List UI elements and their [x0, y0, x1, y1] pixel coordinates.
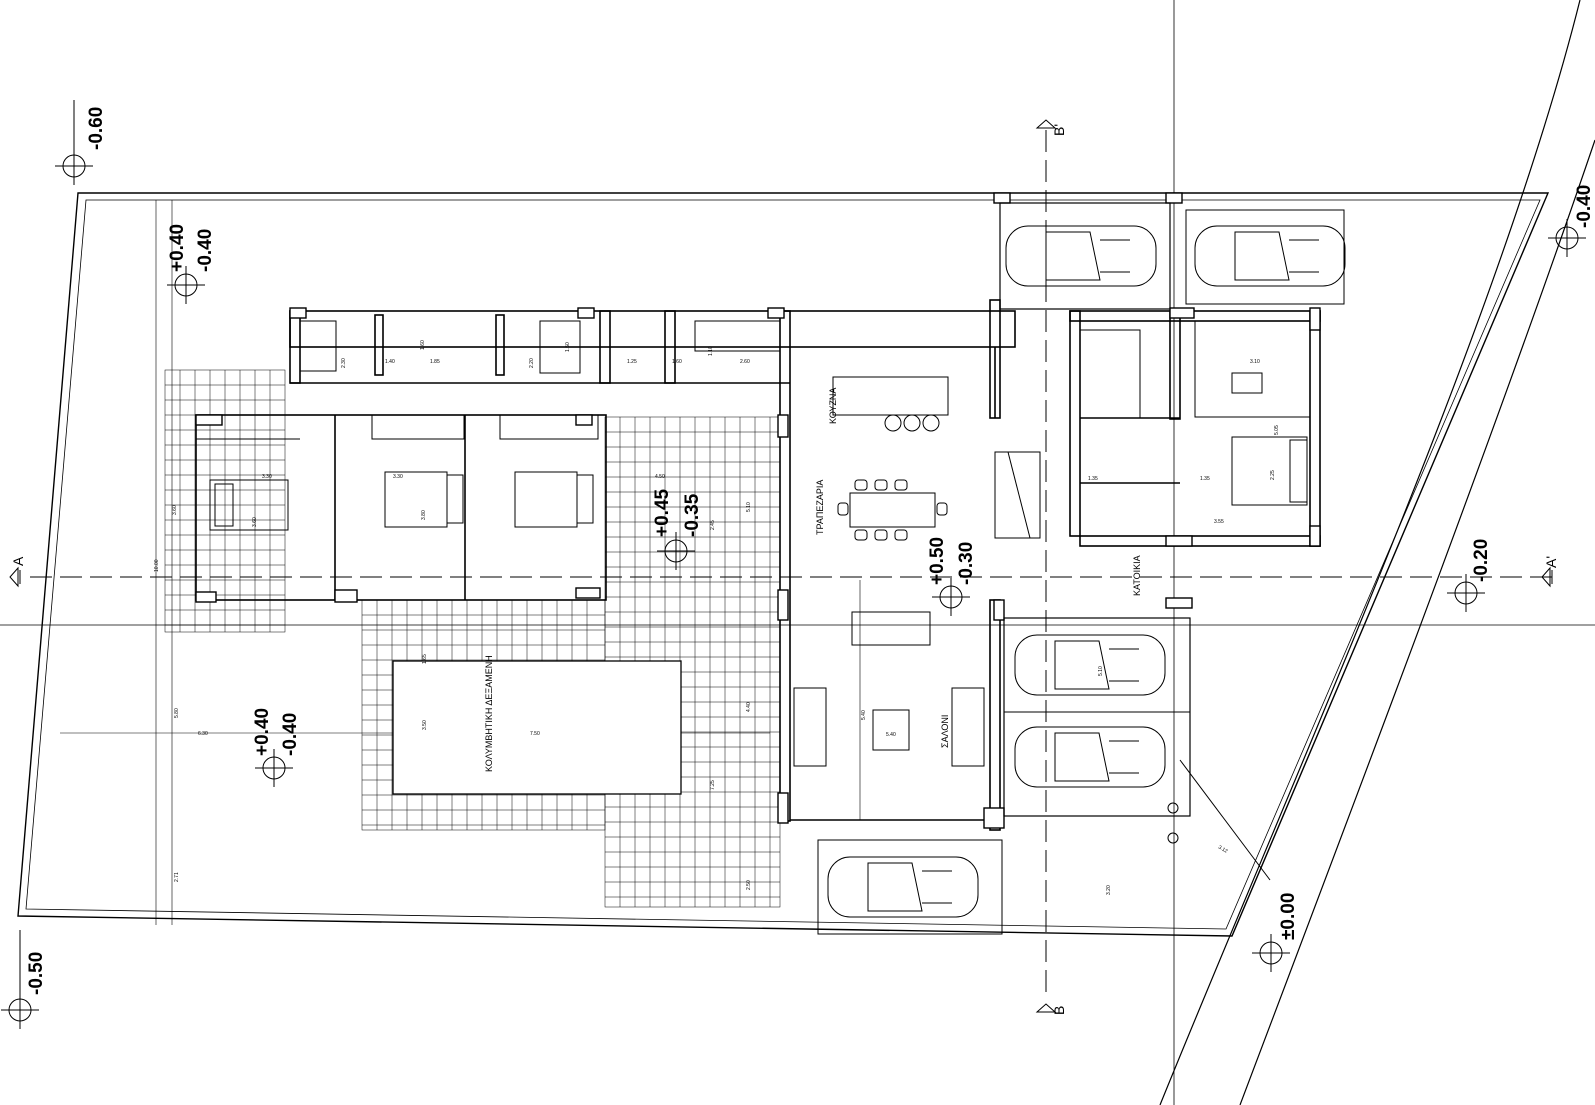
sofa — [951, 687, 985, 767]
level-label: ±0.00 — [1278, 893, 1299, 940]
dimension-label: 1.10 — [708, 346, 714, 356]
dimension-label: 4.40 — [746, 702, 752, 712]
level-label: +0.40 — [167, 224, 188, 272]
interior-partitions — [196, 320, 1311, 539]
structural-columns — [195, 192, 1321, 829]
dimension-label: 1.60 — [672, 359, 682, 365]
dining-chairs — [837, 479, 948, 541]
dimension-label: 3.55 — [1214, 519, 1224, 525]
dimension-label: 3.60 — [172, 505, 178, 515]
level-label: -0.35 — [682, 493, 703, 537]
level-label: -0.50 — [26, 952, 47, 995]
dimension-label: 2.20 — [529, 358, 535, 368]
room-label-kitchen: ΚΟΥΖΝΑ — [828, 388, 838, 424]
dimension-label: 3.50 — [422, 720, 428, 730]
bar-stool — [903, 414, 921, 432]
room-label-residence: ΚΑΤΟΙΚΙΑ — [1132, 555, 1142, 596]
dimension-label: 3.80 — [421, 510, 427, 520]
car-icon — [1194, 225, 1346, 287]
car-icon — [1014, 726, 1166, 788]
section-label-a-prime: A' — [1543, 556, 1559, 568]
dimension-label: 1.65 — [422, 654, 428, 664]
dimension-label: 2.50 — [746, 880, 752, 890]
bar-stool — [884, 414, 902, 432]
dimension-label: 1.35 — [1088, 476, 1098, 482]
dimension-label: 3.12 — [1217, 845, 1229, 855]
dimension-label: 10.00 — [154, 559, 160, 572]
coffee-table — [872, 709, 910, 751]
dining-table — [849, 492, 936, 528]
dimension-label: 1.35 — [1200, 476, 1210, 482]
section-arrow-icon — [1035, 1003, 1057, 1013]
bedroom-furniture — [209, 372, 1308, 531]
dimension-label: 1.85 — [430, 359, 440, 365]
room-label-pool: ΚΟΛΥΜΒΗΤΙΚΗ ΔΕΞΑΜΕΝΗ — [484, 655, 494, 772]
level-label: -0.40 — [280, 713, 301, 756]
section-arrow-icon — [9, 566, 21, 588]
site-boundary-inner — [25, 199, 1541, 930]
parking-bay — [1185, 209, 1345, 305]
parking-bay — [817, 839, 1003, 935]
road-edge-line — [1239, 139, 1595, 1105]
car-icon — [827, 856, 979, 918]
dimension-label: 2.25 — [1270, 470, 1276, 480]
level-label: -0.40 — [195, 229, 216, 272]
swimming-pool — [392, 660, 682, 795]
dimension-label: 7.50 — [530, 731, 540, 737]
dimension-label: 4.50 — [655, 474, 665, 480]
section-label-a: A — [10, 556, 26, 566]
dimension-label: 2.60 — [740, 359, 750, 365]
site-boundary — [17, 192, 1550, 937]
dimension-label: 5.40 — [886, 732, 896, 738]
dimension-label: 1.50 — [565, 342, 571, 352]
dimension-label: 3.30 — [393, 474, 403, 480]
dimension-label: 1.25 — [627, 359, 637, 365]
level-label: -0.20 — [1471, 539, 1492, 582]
room-label-living: ΣΑΛΟΝΙ — [940, 715, 950, 748]
dimension-label: 3.10 — [1250, 359, 1260, 365]
dimension-label: 5.05 — [1274, 425, 1280, 435]
dimension-label: 1.40 — [385, 359, 395, 365]
road-edge-line — [1159, 0, 1581, 1105]
dimension-label: 6.30 — [198, 731, 208, 737]
level-label: -0.40 — [1574, 185, 1595, 228]
carport-top — [999, 202, 1171, 310]
car-icon — [1014, 634, 1166, 696]
dimension-label: 3.30 — [262, 474, 272, 480]
sofa — [793, 687, 827, 767]
section-label-b-prime: B' — [1051, 124, 1067, 136]
dimension-label: 3.60 — [252, 517, 258, 527]
dimension-label: 5.80 — [174, 708, 180, 718]
level-label: +0.50 — [927, 537, 948, 585]
terrace-tiles-left — [164, 369, 286, 633]
kitchen-island — [832, 376, 949, 416]
level-label: -0.30 — [956, 542, 977, 585]
level-label: -0.60 — [86, 107, 107, 150]
dimension-label: 5.10 — [746, 502, 752, 512]
section-label-b: B — [1051, 1006, 1067, 1015]
dimension-label: 2.30 — [341, 358, 347, 368]
dimension-label: 2.71 — [174, 872, 180, 882]
dimension-label: 5.10 — [1098, 666, 1104, 676]
dimension-label: 7.25 — [710, 780, 716, 790]
level-label: +0.40 — [252, 708, 273, 756]
garage-bottom — [1003, 617, 1191, 817]
dimension-label: 3.20 — [1106, 885, 1112, 895]
level-label: +0.45 — [652, 488, 673, 537]
section-arrow-icon — [1541, 566, 1553, 588]
dimension-label: 5.40 — [861, 710, 867, 720]
sofa — [851, 611, 931, 646]
house-walls — [195, 299, 1321, 831]
level-marker-symbols — [1, 100, 1586, 1029]
dimension-label: 1.60 — [420, 340, 426, 350]
dimension-label: 2.45 — [710, 520, 716, 530]
bar-stool — [922, 414, 940, 432]
car-icon — [1005, 225, 1157, 287]
room-label-dining: ΤΡΑΠΕΖΑΡΙΑ — [815, 480, 825, 535]
section-arrow-icon — [1035, 119, 1057, 129]
